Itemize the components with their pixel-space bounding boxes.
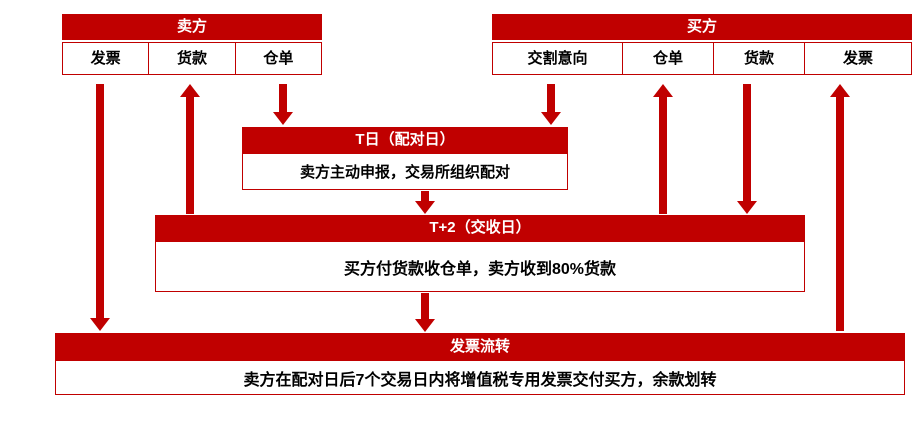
seller-invoice-down-arrow-icon [90,84,110,331]
seller-cell-invoice: 发票 [90,50,121,67]
buyer-cell-invoice: 发票 [804,43,911,74]
buyer-intent-down-arrow-icon [541,84,561,125]
arrow-head [541,112,561,125]
seller-group: 卖方 发票 货款 仓单 [62,14,322,75]
arrow-shaft [421,191,429,201]
arrow-shaft [659,97,667,214]
buyer-cells: 交割意向 仓单 货款 发票 [492,42,912,75]
arrow-shaft [96,84,104,318]
buyer-cell-warehouse-receipt: 仓单 [622,43,713,74]
arrow-head [737,201,757,214]
invoice-flow-title: 发票流转 [55,333,905,360]
arrow-head [415,201,435,214]
buyer-payment-down-arrow-icon [737,84,757,214]
arrow-shaft [547,84,555,112]
arrow-head [653,84,673,97]
buyer-invoice-up-arrow-icon [830,84,850,331]
invoice-flow-description: 卖方在配对日后7个交易日内将增值税专用发票交付买方，余款划转 [55,360,905,395]
seller-payment-up-arrow-icon [180,84,200,214]
arrow-shaft [186,97,194,214]
seller-cells: 发票 货款 仓单 [62,42,322,75]
tday-to-t2-arrow-icon [415,191,435,214]
invoice-flow-box: 发票流转 卖方在配对日后7个交易日内将增值税专用发票交付买方，余款划转 [55,333,905,395]
arrow-shaft [279,84,287,112]
arrow-shaft [743,84,751,201]
buyer-cell-delivery-intent: 交割意向 [527,50,588,67]
buyer-receipt-up-arrow-icon [653,84,673,214]
arrow-head [180,84,200,97]
seller-cell-payment: 货款 [148,43,234,74]
arrow-head [830,84,850,97]
t-plus-2-description: 买方付货款收仓单，卖方收到80%货款 [155,241,805,292]
t2-to-invoice-flow-arrow-icon [415,293,435,332]
arrow-shaft [836,97,844,331]
t-plus-2-title: T+2（交收日） [155,215,805,241]
arrow-head [273,112,293,125]
arrow-head [415,319,435,332]
seller-receipt-down-arrow-icon [273,84,293,125]
buyer-header: 买方 [492,14,912,40]
t-day-box: T日（配对日） 卖方主动申报，交易所组织配对 [242,127,568,190]
seller-cell-warehouse-receipt: 仓单 [234,43,321,74]
t-day-description: 卖方主动申报，交易所组织配对 [242,153,568,190]
t-plus-2-box: T+2（交收日） 买方付货款收仓单，卖方收到80%货款 [155,215,805,292]
buyer-group: 买方 交割意向 仓单 货款 发票 [492,14,912,75]
arrow-head [90,318,110,331]
arrow-shaft [421,293,429,319]
t-day-title: T日（配对日） [242,127,568,153]
buyer-cell-payment: 货款 [713,43,804,74]
seller-header: 卖方 [62,14,322,40]
